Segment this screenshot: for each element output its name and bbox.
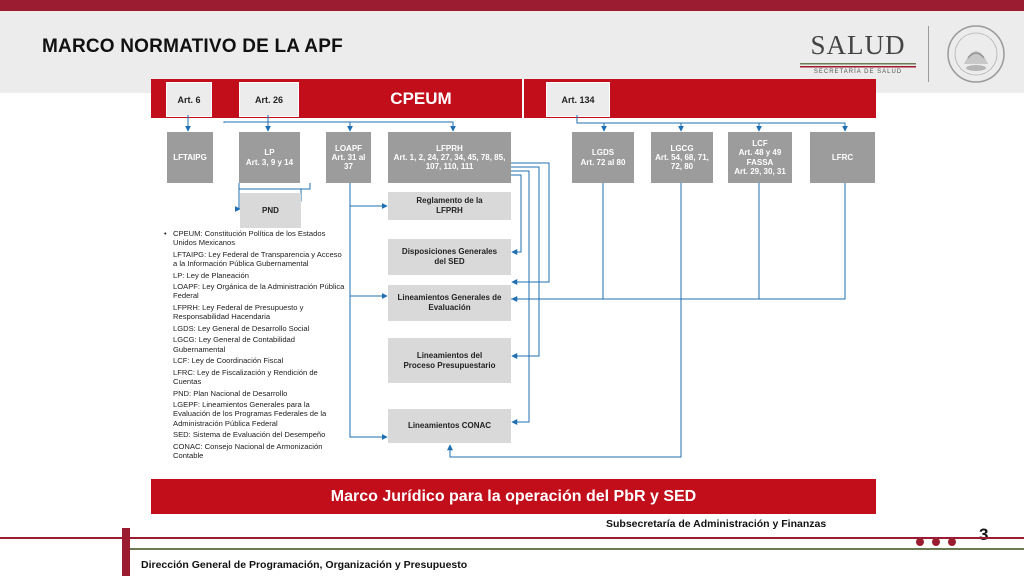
glossary-text: CPEUM: Constitución Política de los Esta… <box>173 229 326 248</box>
law-name: LFPRH <box>436 143 463 153</box>
acronym-glossary: • CPEUM: Constitución Política de los Est… <box>164 229 345 463</box>
banner-divider <box>522 79 524 118</box>
glossary-item: PND: Plan Nacional de Desarrollo <box>169 389 345 398</box>
instrument-line: Evaluación <box>428 303 471 312</box>
glossary-item: LFPRH: Ley Federal de Presupuesto y Resp… <box>169 303 345 321</box>
glossary-text: LFTAIPG: Ley Federal de Transparencia y … <box>173 249 342 268</box>
dot-icon <box>948 538 956 546</box>
glossary-item: LGCG: Ley General de Contabilidad Gubern… <box>169 335 345 353</box>
instrument-line: Lineamientos CONAC <box>407 421 492 431</box>
law-name: LGDS <box>591 148 615 158</box>
glossary-text: LGCG: Ley General de Contabilidad Gubern… <box>173 335 295 354</box>
glossary-item: LP: Ley de Planeación <box>169 271 345 280</box>
law-name: LGCG <box>670 143 694 153</box>
law-detail: Art. 31 al 37 <box>331 152 366 172</box>
bottom-banner: Marco Jurídico para la operación del PbR… <box>151 479 876 514</box>
law-name: FASSA <box>746 157 774 167</box>
instrument-line: Lineamientos del <box>416 350 483 360</box>
article-26-box: Art. 26 <box>239 82 299 117</box>
glossary-text: LCF: Ley de Coordinación Fiscal <box>173 356 284 366</box>
footer-rule-red <box>0 537 1024 539</box>
glossary-text: PND: Plan Nacional de Desarrollo <box>173 388 288 398</box>
law-name: LOAPF <box>334 143 363 153</box>
salud-logo: SALUD SECRETARÍA DE SALUD <box>800 30 916 80</box>
law-name: LFRC <box>831 152 854 162</box>
law-detail: Art. 48 y 49 <box>738 148 782 158</box>
salud-logo-stripes <box>800 63 916 68</box>
footer-accent-bar <box>122 528 130 576</box>
article-26-label: Art. 26 <box>254 94 283 105</box>
pnd-box: PND <box>240 193 301 228</box>
glossary-text: LFRC: Ley de Fiscalización y Rendición d… <box>173 367 318 386</box>
glossary-item: SED: Sistema de Evaluación del Desempeño <box>169 430 345 439</box>
instrument-line: Reglamento de la <box>416 196 483 206</box>
instrument-box-conac: Lineamientos CONAC <box>388 409 511 443</box>
glossary-item: • CPEUM: Constitución Política de los Est… <box>164 229 345 248</box>
salud-logo-subtitle: SECRETARÍA DE SALUD <box>813 69 903 75</box>
article-134-box: Art. 134 <box>546 82 610 117</box>
glossary-item: LOAPF: Ley Orgánica de la Administración… <box>169 282 345 300</box>
page-number: 3 <box>979 525 989 544</box>
glossary-item: LGDS: Ley General de Desarrollo Social <box>169 324 345 333</box>
glossary-text: LFPRH: Ley Federal de Presupuesto y Resp… <box>173 302 304 322</box>
dot-icon <box>916 538 924 546</box>
bullet-icon: • <box>164 229 167 238</box>
article-6-box: Art. 6 <box>166 82 212 117</box>
connector-lines <box>185 115 848 458</box>
law-name: LFTAIPG <box>173 152 207 162</box>
logo-divider <box>928 26 929 82</box>
top-accent-bar <box>0 0 1024 11</box>
instrument-line: LFPRH <box>436 206 463 215</box>
law-detail: Art. 3, 9 y 14 <box>245 157 294 167</box>
page-title: MARCO NORMATIVO DE LA APF <box>42 36 343 57</box>
cpeum-title: CPEUM <box>390 89 452 108</box>
instrument-line: Lineamientos Generales de <box>397 293 502 303</box>
law-detail: Art. 54, 68, 71, 72, 80 <box>655 152 709 172</box>
instrument-line: Disposiciones Generales <box>401 247 498 257</box>
footer-direccion: Dirección General de Programación, Organ… <box>141 559 468 571</box>
subsecretaria-label: Subsecretaría de Administración y Finanz… <box>606 518 827 530</box>
glossary-text: SED: Sistema de Evaluación del Desempeño <box>173 430 326 440</box>
law-detail: Art. 29, 30, 31 <box>734 166 786 176</box>
legal-framework-diagram: CPEUM Art. 6 Art. 26 Art. 134 <box>151 79 876 514</box>
salud-logo-word: SALUD <box>810 30 906 60</box>
law-box-lftaipg: LFTAIPG <box>167 132 213 183</box>
instrument-line: del SED <box>434 257 465 266</box>
law-box-lfrc: LFRC <box>810 132 875 183</box>
glossary-text: CONAC: Consejo Nacional de Armonización … <box>173 441 323 460</box>
law-name: LCF <box>752 139 768 149</box>
instrument-line: Proceso Presupuestario <box>403 360 496 370</box>
glossary-item: LFRC: Ley de Fiscalización y Rendición d… <box>169 368 345 386</box>
law-detail: Art. 72 al 80 <box>580 157 626 167</box>
glossary-text: LGEPF: Lineamientos Generales para la Ev… <box>173 400 327 428</box>
decorative-dots <box>916 533 964 551</box>
article-134-label: Art. 134 <box>561 94 595 105</box>
law-detail: Art. 1, 2, 24, 27, 34, 45, 78, 85, 107, … <box>393 152 506 172</box>
law-name: LP <box>264 148 275 158</box>
glossary-item: CONAC: Consejo Nacional de Armonización … <box>169 442 345 460</box>
footer-rule-olive <box>130 548 1024 550</box>
article-6-label: Art. 6 <box>177 94 201 105</box>
glossary-text: LOAPF: Ley Orgánica de la Administración… <box>173 282 345 301</box>
glossary-text: LP: Ley de Planeación <box>173 270 249 280</box>
glossary-item: LFTAIPG: Ley Federal de Transparencia y … <box>169 250 345 268</box>
dot-icon <box>932 538 940 546</box>
national-seal-icon <box>947 25 1005 83</box>
pnd-label: PND <box>262 205 279 215</box>
glossary-item: LGEPF: Lineamientos Generales para la Ev… <box>169 400 345 428</box>
glossary-text: LGDS: Ley General de Desarrollo Social <box>173 323 310 333</box>
glossary-item: LCF: Ley de Coordinación Fiscal <box>169 356 345 365</box>
